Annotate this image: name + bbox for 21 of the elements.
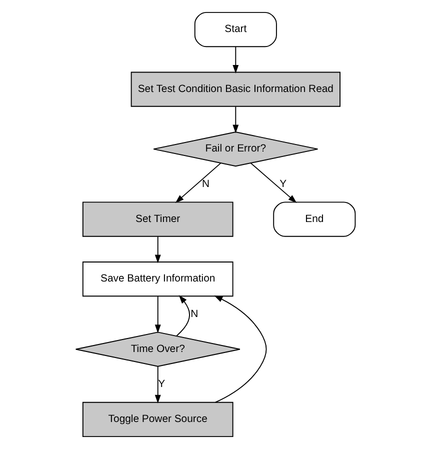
arrow (176, 295, 190, 336)
edge-label: N (202, 178, 210, 190)
arrow (174, 162, 221, 204)
node-box: Save Battery Information (82, 262, 233, 297)
arrow (154, 296, 160, 334)
node-box: End (272, 202, 356, 237)
node-box: Set Timer (82, 202, 233, 237)
arrow (232, 46, 238, 74)
node-box: Set Test Condition Basic Information Read (130, 72, 340, 107)
node-box: Start (194, 12, 276, 48)
arrow (154, 366, 160, 404)
edge-label: Y (279, 178, 286, 190)
edge-label: N (190, 308, 198, 320)
arrow (154, 236, 160, 264)
arrow (232, 106, 238, 134)
arrow (214, 296, 266, 403)
node-diamond: Fail or Error? (152, 132, 318, 167)
edge-label: Y (158, 379, 165, 390)
node-diamond: Time Over? (74, 332, 240, 367)
arrow (250, 162, 296, 204)
node-box: Toggle Power Source (82, 402, 233, 438)
